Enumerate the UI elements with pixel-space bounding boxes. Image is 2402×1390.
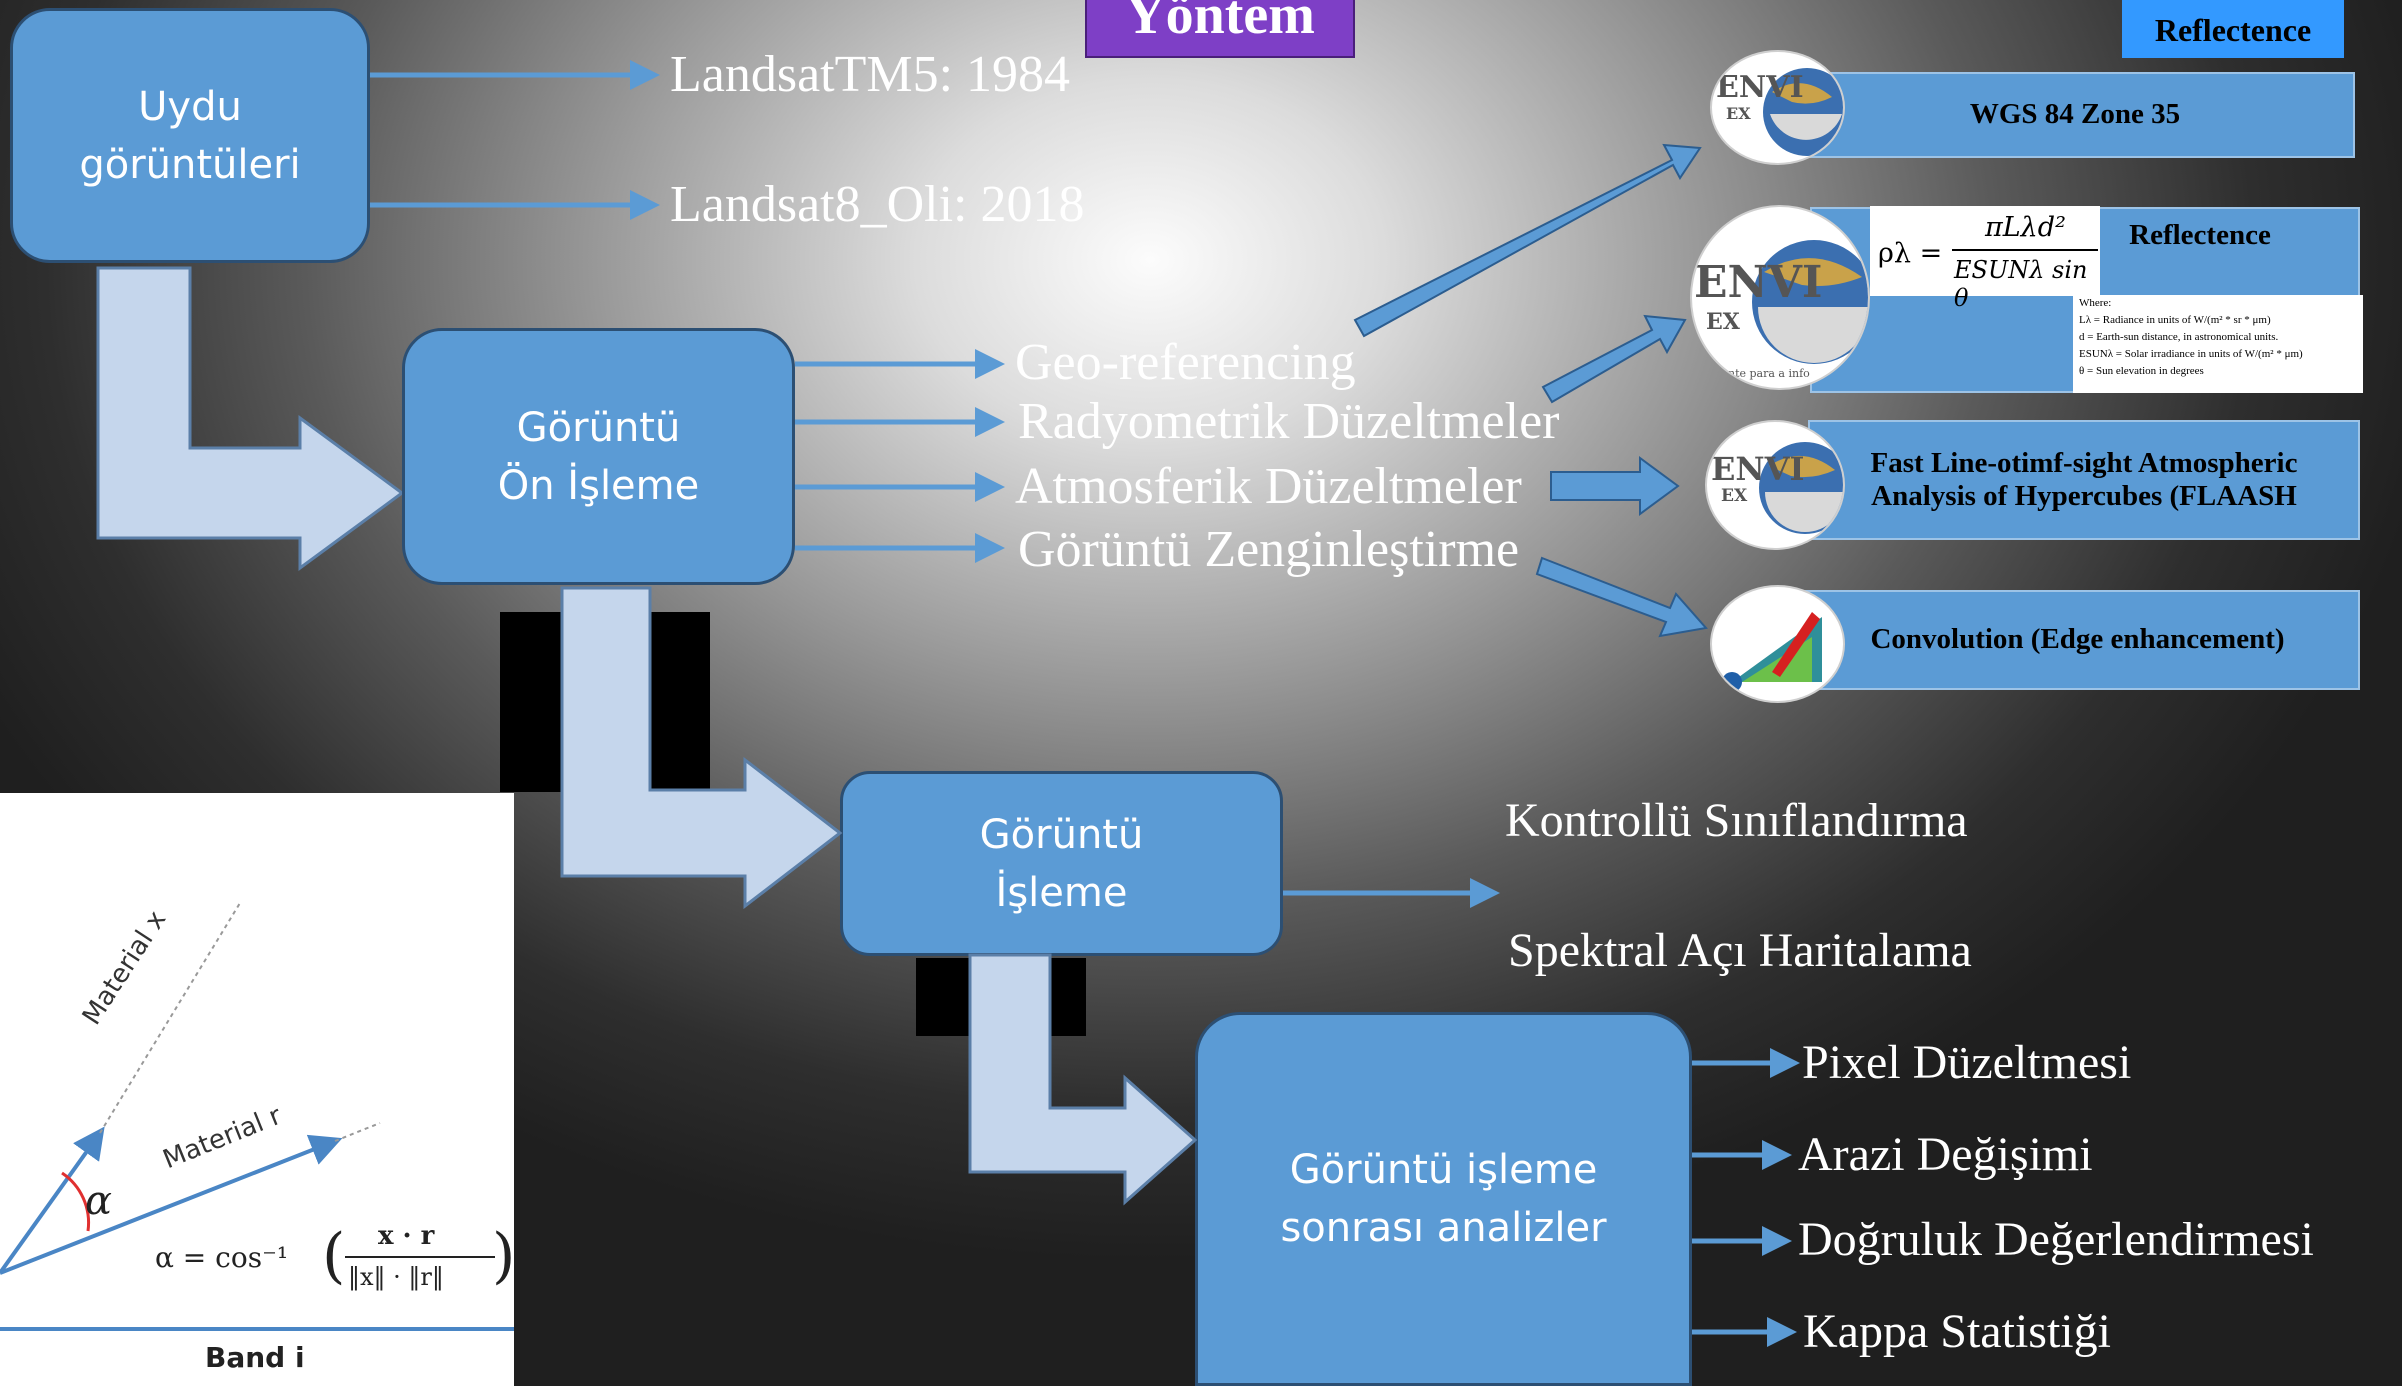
box-line: Görüntü xyxy=(979,811,1144,858)
post-analysis-box: Görüntü işleme sonrası analizler xyxy=(1195,1012,1692,1386)
legend-line: ESUNλ = Solar irradiance in units of W/(… xyxy=(2079,348,2303,361)
preprocessing-step: Atmosferik Düzeltmeler xyxy=(1015,458,1522,515)
reflectence-header: Reflectence xyxy=(2122,0,2344,58)
sam-vectors xyxy=(0,902,514,1331)
flaash-line: Fast Line-otimf-sight Atmospheric xyxy=(1870,446,2298,479)
sam-diagram: Material x Material r α α = cos⁻¹ ( x · … xyxy=(0,793,515,1386)
slide-title: Yöntem xyxy=(1085,0,1355,58)
envi-globe-icon: ENVI EX nte para a info xyxy=(1690,205,1870,390)
connector-arrows xyxy=(370,60,1800,1347)
band-label: Band i xyxy=(205,1341,305,1374)
box-line: görüntüleri xyxy=(79,141,301,188)
sam-equation: α = cos⁻¹ xyxy=(155,1241,289,1274)
envi-logo-sub: EX xyxy=(1706,309,1740,335)
formula-numerator: πLλd² xyxy=(1985,212,2066,243)
legend-line: Lλ = Radiance in units of W/(m² * sr * μ… xyxy=(2079,314,2271,327)
box-line: Görüntü xyxy=(516,404,681,451)
processing-method: Spektral Açı Haritalama xyxy=(1508,924,1972,977)
satellite-label: LandsatTM5: 1984 xyxy=(670,46,1071,103)
satellite-label: Landsat8_Oli: 2018 xyxy=(670,176,1085,233)
formula-lhs: ρλ = xyxy=(1878,238,1943,269)
envi-globe-icon: ENVI EX xyxy=(1710,50,1845,165)
box-line: Ön İşleme xyxy=(497,462,700,509)
processing-box: Görüntü İşleme xyxy=(840,771,1283,956)
box-line: Görüntü işleme xyxy=(1289,1147,1598,1193)
envi-logo-sub: EX xyxy=(1721,486,1748,506)
alpha-label: α xyxy=(85,1178,113,1224)
formula-legend: Where: Lλ = Radiance in units of W/(m² *… xyxy=(2073,295,2363,393)
analysis-item: Kappa Statistiği xyxy=(1803,1305,2111,1358)
reflectence-formula: ρλ = πLλd² ESUNλ sin θ xyxy=(1870,206,2100,312)
reflectence-panel-label: Refle­ctence xyxy=(2129,219,2271,251)
satellite-images-box: Uydu görüntüleri xyxy=(10,8,370,263)
box-line: İşleme xyxy=(995,869,1128,916)
formula-denominator: ESUNλ sin θ xyxy=(1954,256,2088,312)
analysis-item: Arazi Değişimi xyxy=(1798,1128,2093,1181)
preprocessing-step: Geo-referencing xyxy=(1015,334,1356,391)
box-line: Uydu xyxy=(138,83,242,130)
preprocessing-step: Radyometrik Düzeltmeler xyxy=(1018,393,1560,450)
analysis-item: Doğruluk Değerlendirmesi xyxy=(1798,1213,2314,1266)
envi-logo: ENVI xyxy=(1694,257,1823,308)
sam-numerator: x · r xyxy=(378,1221,435,1251)
wgs-panel: WGS 84 Zone 35 xyxy=(1795,72,2355,158)
box-line: sonrası analizler xyxy=(1280,1205,1607,1251)
envi-block-arrows xyxy=(1353,143,1708,638)
analysis-item: Pixel Düzeltmesi xyxy=(1802,1036,2132,1089)
envi-logo: ENVI xyxy=(1716,70,1804,105)
flaash-line: Analysis of Hypercubes (FLAASH xyxy=(1871,480,2297,512)
legend-line: Where: xyxy=(2079,297,2112,309)
flaash-panel: Fast Line-otimf-sight Atmospheric Analys… xyxy=(1808,420,2360,540)
preprocessing-step: Görüntü Zenginleştirme xyxy=(1018,521,1520,578)
preprocessing-box: Görüntü Ön İşleme xyxy=(402,328,795,585)
envi-caption: nte para a info xyxy=(1728,367,1810,380)
envi-globe-icon: ENVI EX xyxy=(1705,420,1845,550)
process-arrow-1 xyxy=(96,266,405,571)
convolution-panel: Convolution (Edge enhancement) xyxy=(1795,590,2360,690)
convolution-icon xyxy=(1710,585,1845,703)
envi-logo: ENVI xyxy=(1711,450,1805,488)
sam-denominator: ‖x‖ · ‖r‖ xyxy=(348,1263,444,1291)
envi-logo-sub: EX xyxy=(1726,104,1751,123)
legend-line: d = Earth-sun distance, in astronomical … xyxy=(2079,331,2279,344)
legend-line: θ = Sun elevation in degrees xyxy=(2079,365,2204,378)
processing-method: Kontrollü Sınıflandırma xyxy=(1505,794,1968,847)
